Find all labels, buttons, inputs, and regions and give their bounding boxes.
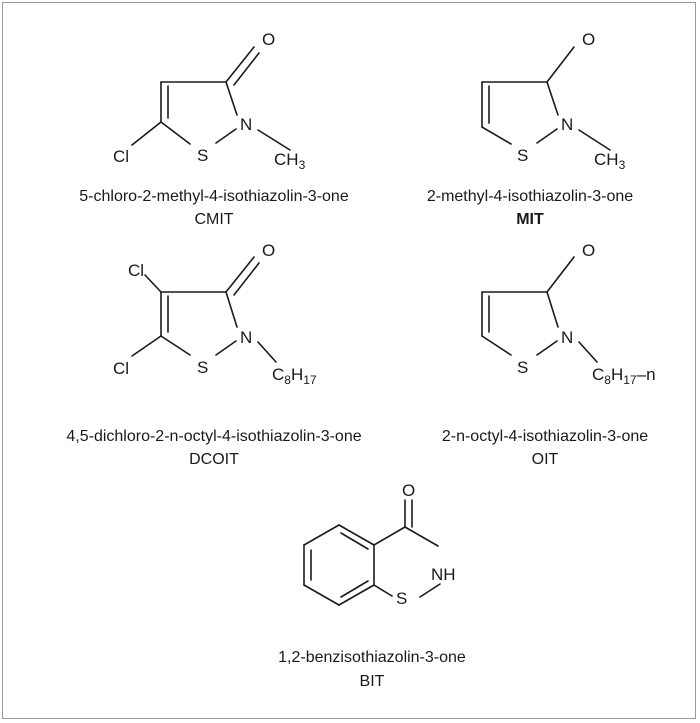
structure-cmit: O N S Cl CH3 5-chloro-2-methyl-4-isothia… (79, 30, 349, 228)
mit-methyl-label: CH3 (594, 150, 626, 172)
dcoit-octyl-label: C8H17 (272, 365, 317, 387)
bit-nh-label: NH (431, 565, 456, 584)
mit-nitrogen-label: N (561, 115, 573, 134)
cmit-sulfur-label: S (197, 146, 208, 165)
structure-mit: O N S CH3 2-methyl-4-isothiazolin-3-one … (427, 30, 633, 228)
bit-name: 1,2-benzisothiazolin-3-one (278, 649, 466, 666)
oit-nitrogen-label: N (561, 328, 573, 347)
cmit-name: 5-chloro-2-methyl-4-isothiazolin-3-one (79, 188, 349, 205)
bit-sulfur-label: S (396, 589, 407, 608)
mit-oxygen-label: O (582, 30, 595, 49)
oit-name: 2-n-octyl-4-isothiazolin-3-one (442, 428, 648, 445)
cmit-chlorine-label: Cl (113, 147, 129, 166)
cmit-methyl-label: CH3 (274, 150, 306, 172)
cmit-oxygen-label: O (262, 30, 275, 49)
dcoit-sulfur-label: S (197, 358, 208, 377)
dcoit-nitrogen-label: N (240, 328, 252, 347)
mit-sulfur-label: S (517, 146, 528, 165)
oit-octyl-label: C8H17–n (592, 365, 656, 387)
bit-oxygen-label: O (402, 481, 415, 500)
mit-name: 2-methyl-4-isothiazolin-3-one (427, 188, 633, 205)
dcoit-chlorine-bottom-label: Cl (113, 359, 129, 378)
dcoit-chlorine-top-label: Cl (128, 261, 144, 280)
oit-sulfur-label: S (517, 358, 528, 377)
dcoit-oxygen-label: O (262, 241, 275, 260)
structure-oit: O N S C8H17–n 2-n-octyl-4-isothiazolin-3… (442, 241, 656, 468)
structure-dcoit: O Cl N S Cl C8H17 4,5-dichloro-2-n-octyl… (66, 241, 361, 468)
oit-oxygen-label: O (582, 241, 595, 260)
bit-abbreviation: BIT (360, 673, 385, 690)
cmit-abbreviation: CMIT (194, 211, 233, 228)
dcoit-name: 4,5-dichloro-2-n-octyl-4-isothiazolin-3-… (66, 428, 361, 445)
cmit-nitrogen-label: N (240, 115, 252, 134)
dcoit-abbreviation: DCOIT (189, 451, 239, 468)
mit-abbreviation: MIT (516, 211, 544, 228)
structure-bit: O NH S 1,2-benzisothiazolin-3-one BIT (278, 481, 466, 690)
oit-abbreviation: OIT (532, 451, 559, 468)
